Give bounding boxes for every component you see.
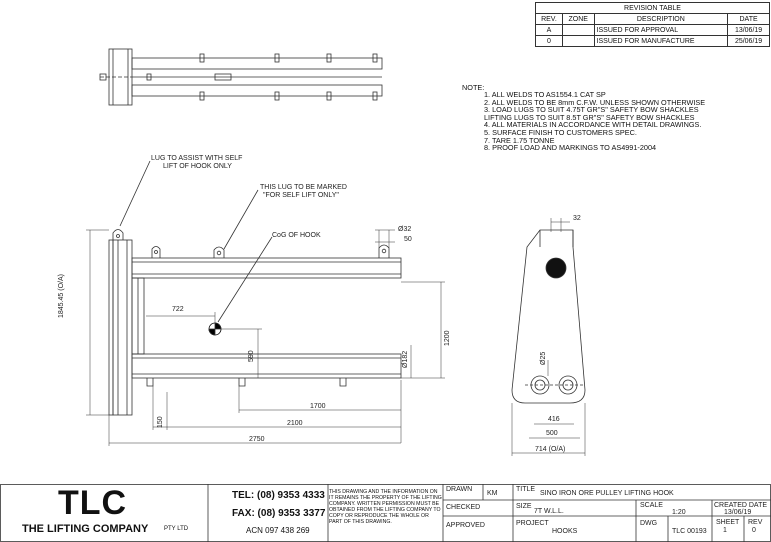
dim-cog-horizontal: 722 <box>172 306 184 313</box>
dim-side-500: 500 <box>546 430 558 437</box>
size-value: 7T W.L.L. <box>534 508 564 515</box>
side-view <box>511 229 586 404</box>
revision-table-title: REVISION TABLE <box>535 2 770 14</box>
dim-lug-dia: Ø32 <box>398 226 412 233</box>
dim-cog-vertical: 590 <box>248 350 255 362</box>
dim-side-416: 416 <box>548 416 560 423</box>
sheet-label: SHEET <box>716 519 740 526</box>
dim-lug-offset: 50 <box>404 236 412 243</box>
sheet-value: 1 <box>723 527 727 534</box>
note-item: 8. PROOF LOAD AND MARKINGS TO AS4991-200… <box>484 143 657 153</box>
approved-label: APPROVED <box>446 522 485 529</box>
title-value: SINO IRON ORE PULLEY LIFTING HOOK <box>540 490 674 497</box>
callout-lug-marked-2: "FOR SELF LIFT ONLY" <box>263 192 339 199</box>
revision-table: REVISION TABLE REV. ZONE DESCRIPTION DAT… <box>535 2 770 47</box>
note-item: 7. TARE 1.75 TONNE <box>484 135 555 145</box>
front-view <box>108 160 402 416</box>
rev-value: 0 <box>752 527 756 534</box>
note-item: 1. ALL WELDS TO AS1554.1 CAT SP <box>484 90 606 99</box>
scale-value: 1:20 <box>672 509 686 516</box>
note-item: 2. ALL WELDS TO BE 8mm C.F.W. UNLESS SHO… <box>484 97 706 107</box>
project-label: PROJECT <box>516 520 549 527</box>
plan-view <box>99 48 383 106</box>
drawn-label: DRAWN <box>446 486 473 493</box>
note-item: 4. ALL MATERIALS IN ACCORDANCE WITH DETA… <box>484 120 702 130</box>
dim-arm-dia: Ø182 <box>402 350 409 368</box>
drawn-value: KM <box>487 490 498 497</box>
notes-list: 1. ALL WELDS TO AS1554.1 CAT SP 2. ALL W… <box>484 91 705 152</box>
created-value: 13/06/19 <box>724 509 752 516</box>
company-logo: TLC <box>58 484 128 522</box>
company-name: THE LIFTING COMPANY <box>22 523 149 535</box>
callout-lug-self-lift: LUG TO ASSIST WITH SELF <box>151 155 243 162</box>
notes-title: NOTE: <box>462 83 485 92</box>
dim-base: 150 <box>157 416 164 428</box>
dim-overall-height: 1845.45 (O/A) <box>58 274 65 318</box>
note-item: LIFTING LUGS TO SUIT 8.5T GR"S" SAFETY B… <box>484 112 695 122</box>
dim-span-2750: 2750 <box>249 436 265 443</box>
size-label: SIZE <box>516 503 532 510</box>
disclaimer: THIS DRAWING AND THE INFORMATION ON IT R… <box>329 489 442 525</box>
callout-lug-marked: THIS LUG TO BE MARKED <box>260 184 347 191</box>
project-value: HOOKS <box>552 528 578 535</box>
title-label: TITLE <box>516 486 536 493</box>
dim-side-dia-25: Ø25 <box>540 351 547 365</box>
dim-side-32: 32 <box>573 215 581 222</box>
tel-number: TEL: (08) 9353 4333 <box>232 490 325 501</box>
note-item: 3. LOAD LUGS TO SUIT 4.75T GR"S" SAFETY … <box>484 105 699 115</box>
dwg-value: TLC 00193 <box>672 528 707 535</box>
dim-span-2100: 2100 <box>287 420 303 427</box>
callout-cog: CoG OF HOOK <box>272 232 321 239</box>
callout-lug-self-lift-2: LIFT OF HOOK ONLY <box>163 163 232 170</box>
side-dimensions <box>511 218 586 456</box>
date-header: DATE <box>727 13 770 25</box>
company-suffix: PTY LTD <box>164 526 189 532</box>
dim-arm-height: 1200 <box>444 330 451 346</box>
front-dimensions <box>86 229 445 446</box>
fax-number: FAX: (08) 9353 3377 <box>232 508 326 519</box>
note-item: 5. SURFACE FINISH TO CUSTOMERS SPEC. <box>484 127 637 137</box>
description-header: DESCRIPTION <box>593 13 729 25</box>
zone-header: ZONE <box>561 13 595 25</box>
checked-label: CHECKED <box>446 504 481 511</box>
rev-header: REV. <box>535 13 563 25</box>
table-row: 0 ISSUED FOR MANUFACTURE 25/06/19 <box>535 35 770 47</box>
scale-label: SCALE <box>640 502 663 509</box>
dim-span-1700: 1700 <box>310 403 326 410</box>
table-row: A ISSUED FOR APPROVAL 13/06/19 <box>535 24 770 36</box>
acn-number: ACN 097 438 269 <box>246 526 310 535</box>
dim-side-714: 714 (O/A) <box>535 446 566 453</box>
dwg-label: DWG <box>640 520 658 527</box>
rev-label: REV <box>748 519 763 526</box>
created-label: CREATED DATE <box>714 502 768 509</box>
